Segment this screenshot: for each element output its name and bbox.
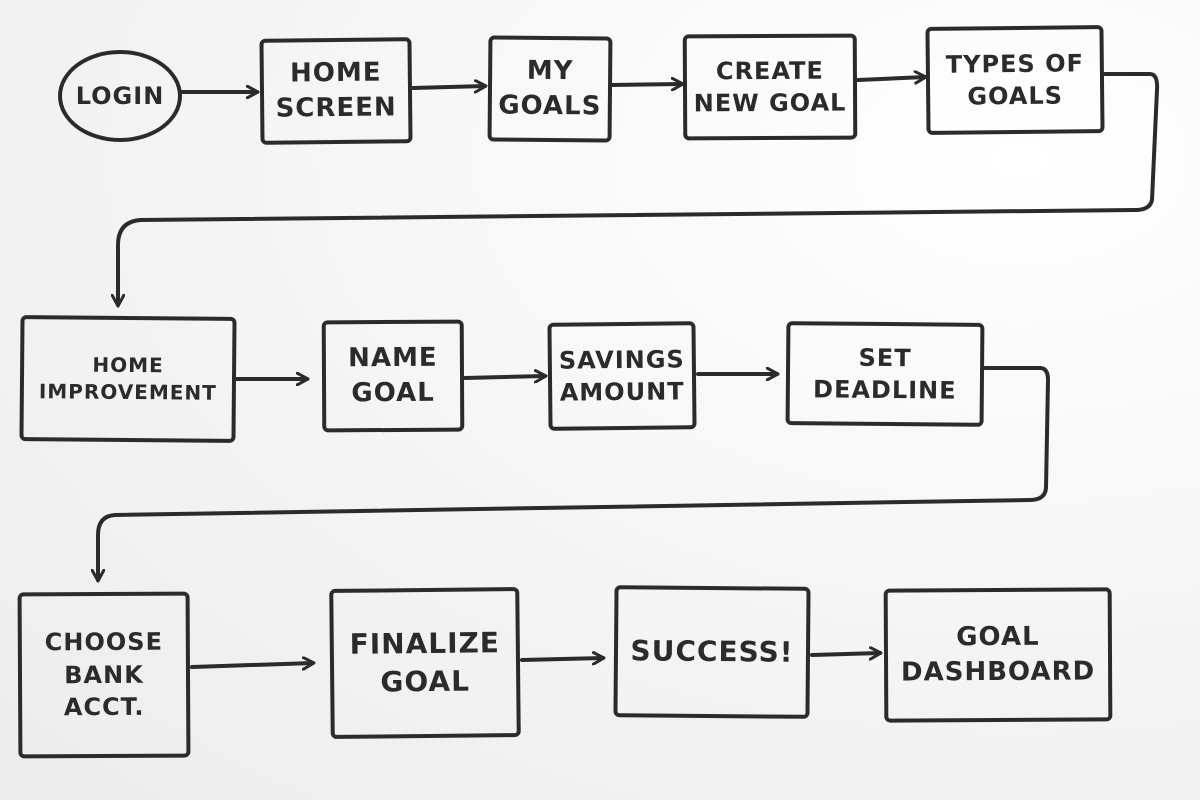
arrow-create-new-goal-to-types-of-goals <box>856 77 925 80</box>
home-screen-label-line2: SCREEN <box>275 92 397 124</box>
finalize-goal-label-line1: FINALIZE <box>349 626 501 661</box>
types-of-goals-label-line1: TYPES OF <box>945 48 1085 79</box>
goal-dashboard-label-line1: GOAL <box>956 621 1040 653</box>
goal-dashboard-label-line2: DASHBOARD <box>900 656 1096 688</box>
home-screen-node: HOME SCREEN <box>259 37 413 145</box>
types-of-goals-label-line2: GOALS <box>967 81 1064 111</box>
success-node: SUCCESS! <box>613 585 811 719</box>
arrow-finalize-goal-to-success <box>520 658 603 660</box>
arrow-my-goals-to-create-new-goal <box>610 84 682 85</box>
choose-bank-acct-label-line3: ACCT. <box>63 692 145 722</box>
home-improvement-node: HOME IMPROVEMENT <box>19 315 237 443</box>
arrow-choose-bank-acct-to-finalize-goal <box>190 663 313 667</box>
name-goal-node: NAME GOAL <box>321 319 465 433</box>
finalize-goal-node: FINALIZE GOAL <box>329 587 521 739</box>
home-improvement-label-line1: HOME <box>92 352 164 378</box>
home-improvement-label-line2: IMPROVEMENT <box>38 379 217 405</box>
finalize-goal-label-line2: GOAL <box>380 664 471 699</box>
set-deadline-node: SET DEADLINE <box>785 321 985 427</box>
arrow-success-to-goal-dashboard <box>810 653 880 655</box>
name-goal-label-line2: GOAL <box>351 377 435 409</box>
types-of-goals-node: TYPES OF GOALS <box>925 25 1105 135</box>
create-new-goal-label-line2: NEW GOAL <box>693 88 847 118</box>
goal-dashboard-node: GOAL DASHBOARD <box>883 587 1113 723</box>
choose-bank-acct-node: CHOOSE BANK ACCT. <box>17 591 191 759</box>
savings-amount-label-line2: AMOUNT <box>559 377 685 407</box>
savings-amount-label-line1: SAVINGS <box>558 344 685 375</box>
arrow-home-screen-to-my-goals <box>411 86 485 88</box>
set-deadline-label-line1: SET <box>858 343 912 372</box>
connector-set-deadline-to-choose-bank-acct <box>98 366 1050 580</box>
arrow-name-goal-to-savings-amount <box>463 376 545 378</box>
my-goals-node: MY GOALS <box>487 35 613 143</box>
my-goals-label-line2: GOALS <box>498 90 602 122</box>
success-label: SUCCESS! <box>630 634 794 669</box>
set-deadline-label-line2: DEADLINE <box>812 375 957 405</box>
home-screen-label-line1: HOME <box>289 57 382 89</box>
savings-amount-node: SAVINGS AMOUNT <box>547 321 697 431</box>
choose-bank-acct-label-line1: CHOOSE <box>44 628 163 657</box>
connector-types-of-goals-to-home-improvement <box>118 72 1160 305</box>
create-new-goal-node: CREATE NEW GOAL <box>682 33 858 141</box>
login-node: LOGIN <box>58 50 182 142</box>
choose-bank-acct-label-line2: BANK <box>64 660 144 690</box>
login-label: LOGIN <box>75 81 165 110</box>
create-new-goal-label-line1: CREATE <box>715 56 824 85</box>
my-goals-label-line1: MY <box>526 55 574 87</box>
name-goal-label-line1: NAME <box>348 342 438 374</box>
